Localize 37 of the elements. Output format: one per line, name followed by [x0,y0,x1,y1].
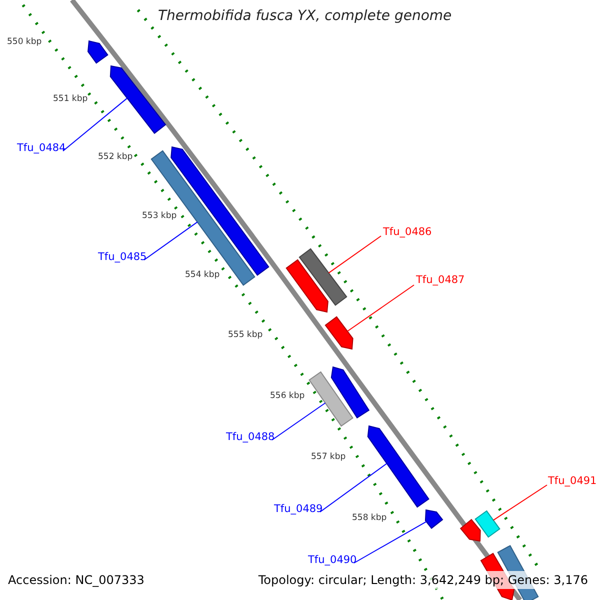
gene-block [474,510,500,538]
leader-line [354,521,427,564]
scale-label: 555 kbp [228,331,263,340]
gene-block [298,248,348,306]
gene-feature [286,259,328,313]
gene-label: Tfu_0490 [308,555,357,566]
gene-feature [330,366,370,418]
leader-line [62,98,128,152]
title: Thermobifida fusca YX, complete genome [158,9,452,23]
scale-label: 551 kbp [53,95,88,104]
leader-line [328,236,382,274]
gene-label: Tfu_0486 [383,227,432,238]
gene-label: Tfu_0489 [274,504,323,514]
gene-label: Tfu_0484 [17,143,66,154]
accession-text: Accession: NC_007333 [8,574,144,586]
scale-label: 558 kbp [352,514,387,522]
scale-label: 557 kbp [311,453,346,462]
gene-label: Tfu_0487 [416,275,465,286]
scale-label: 550 kbp [7,38,42,46]
gene-feature [367,425,430,508]
gene-feature [88,40,108,64]
leader-line [492,484,548,521]
leader-line [144,222,198,260]
gene-feature [324,316,354,350]
scale-label: 552 kbp [98,153,133,162]
leader-line [320,463,388,512]
gene-label: Tfu_0491 [548,476,597,486]
leader-line [272,402,326,440]
gene-label: Tfu_0488 [226,432,275,442]
leader-line [346,284,414,332]
gene-feature [110,65,166,134]
gene-feature [424,509,444,530]
gene-label: Tfu_0485 [98,252,147,262]
scale-label: 554 kbp [185,271,220,280]
gene-feature [460,518,481,542]
scale-label: 553 kbp [142,212,177,220]
gene-block [308,371,354,427]
